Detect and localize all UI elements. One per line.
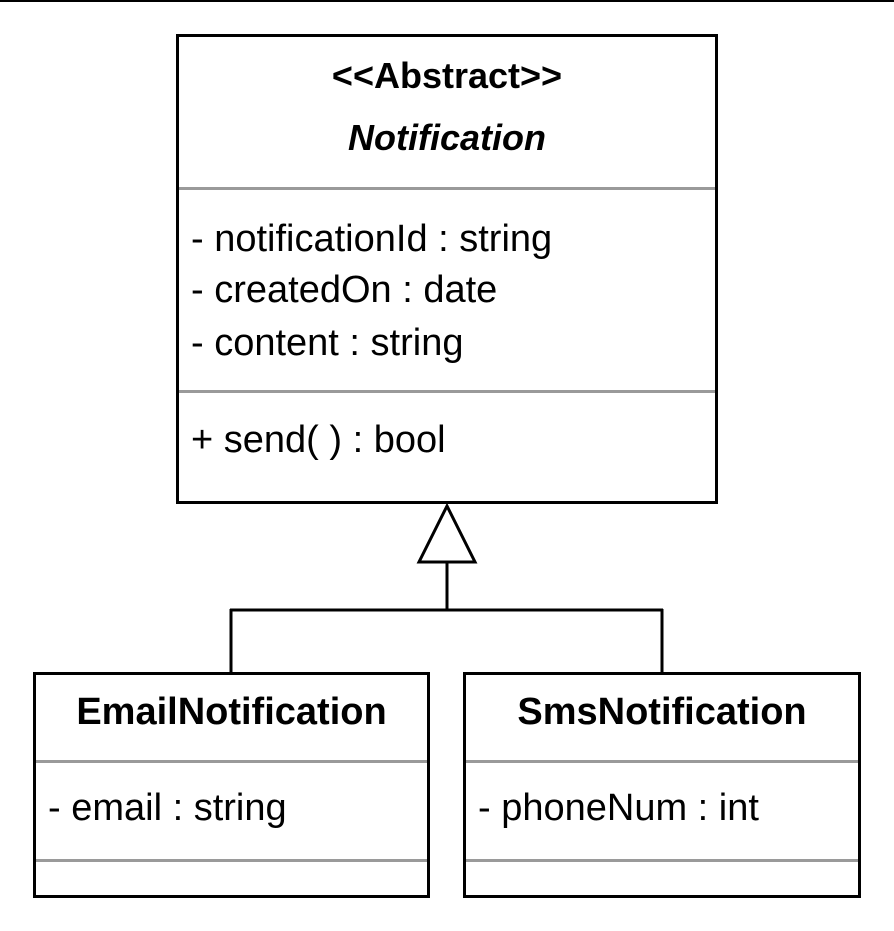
- sms-attributes-operations-divider: [466, 859, 858, 862]
- attribute-email: - email : string: [48, 787, 287, 829]
- attributes-operations-divider: [179, 390, 715, 393]
- email-name-attributes-divider: [36, 760, 427, 763]
- class-name-notification: Notification: [348, 117, 546, 158]
- sms-name-attributes-divider: [466, 760, 858, 763]
- attribute-phone-num: - phoneNum : int: [478, 787, 759, 829]
- email-attributes-operations-divider: [36, 859, 427, 862]
- class-name-sms-notification: SmsNotification: [517, 691, 807, 733]
- attribute-notification-id: - notificationId : string: [191, 218, 553, 260]
- top-border-line: [0, 0, 894, 2]
- inheritance-arrowhead-icon: [416, 502, 478, 564]
- attribute-content: - content : string: [191, 322, 464, 364]
- name-attributes-divider: [179, 187, 715, 190]
- class-name-email-notification: EmailNotification: [76, 691, 387, 733]
- email-notification-class-box[interactable]: EmailNotification - email : string: [33, 672, 430, 898]
- attribute-created-on: - createdOn : date: [191, 269, 498, 311]
- stereotype-label: <<Abstract>>: [331, 55, 563, 96]
- sms-notification-class-box[interactable]: SmsNotification - phoneNum : int: [463, 672, 861, 898]
- operation-send: + send( ) : bool: [191, 419, 446, 461]
- notification-class-box[interactable]: <<Abstract>> Notification - notification…: [176, 34, 718, 504]
